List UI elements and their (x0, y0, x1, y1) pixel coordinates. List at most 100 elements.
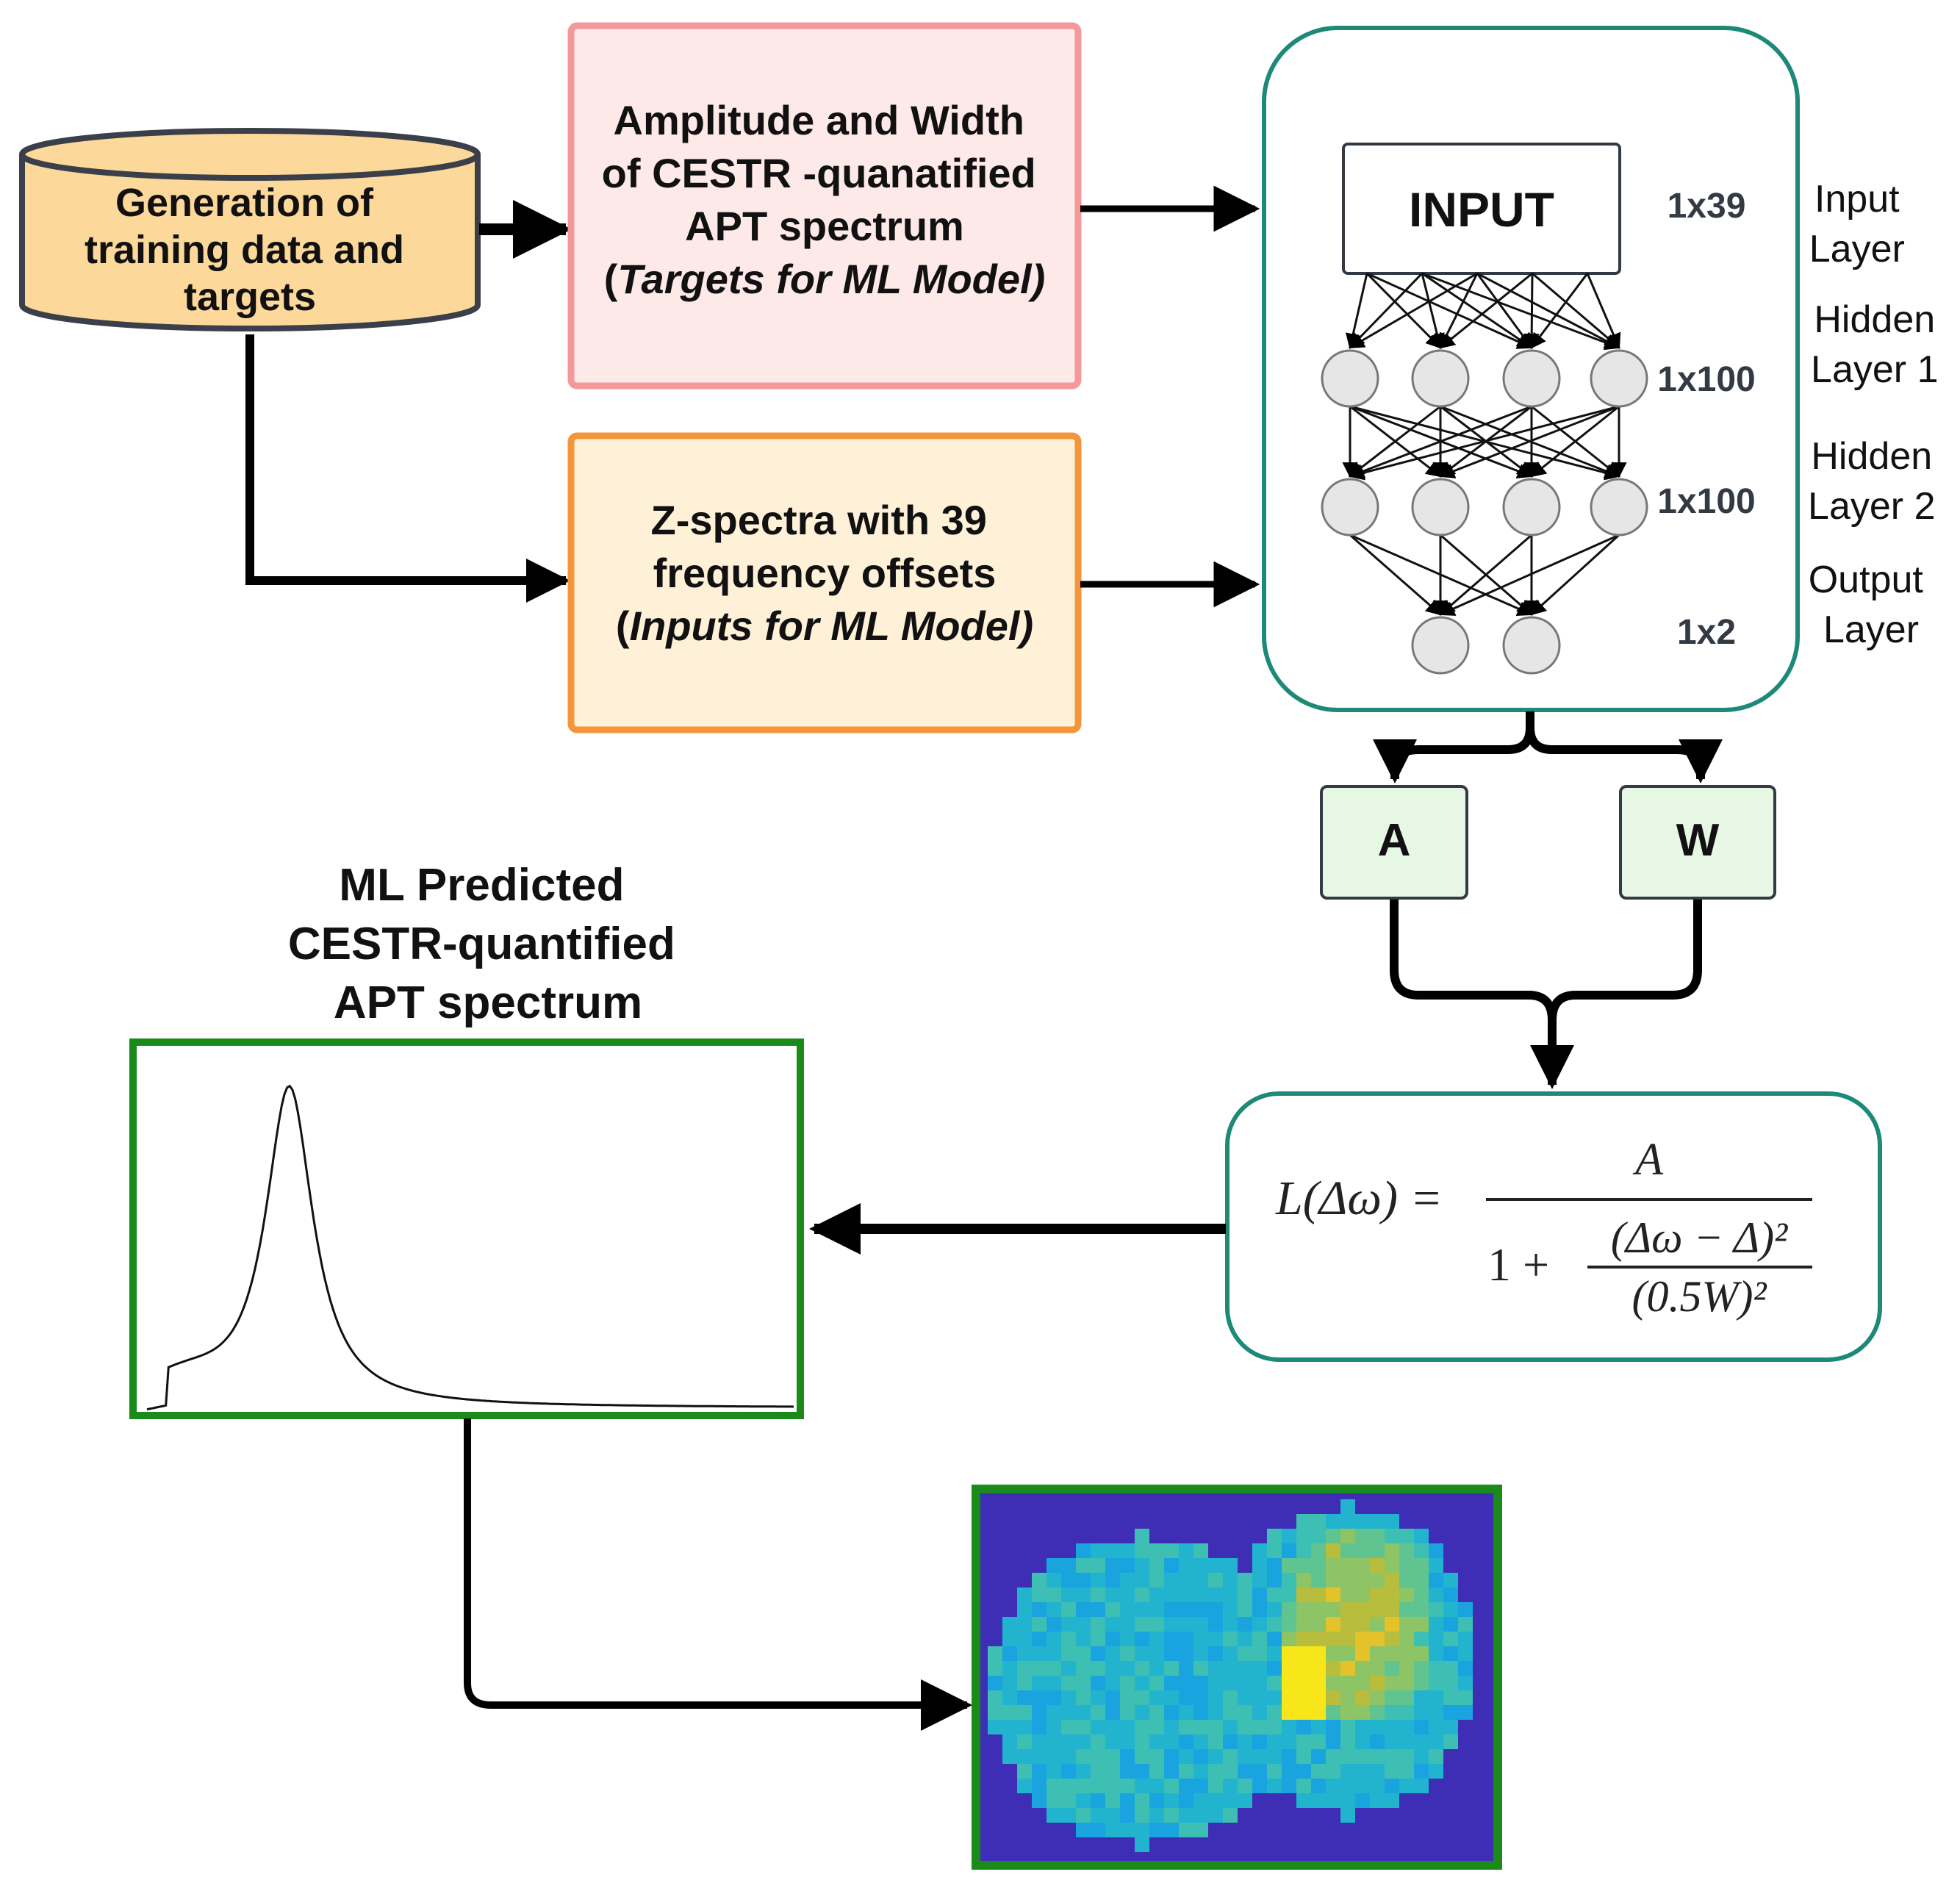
map-pixel (1443, 1734, 1458, 1749)
map-pixel (1252, 1573, 1267, 1587)
map-pixel (1458, 1602, 1473, 1617)
map-pixel (1091, 1823, 1105, 1837)
map-pixel (1164, 1793, 1179, 1808)
map-pixel (1443, 1676, 1458, 1690)
map-pixel (1002, 1720, 1017, 1734)
map-pixel (1282, 1587, 1296, 1602)
map-pixel (1252, 1558, 1267, 1573)
map-pixel (1429, 1587, 1443, 1602)
map-pixel (1076, 1690, 1091, 1705)
map-pixel (1193, 1543, 1208, 1558)
map-pixel (1223, 1808, 1238, 1823)
map-pixel (1252, 1734, 1267, 1749)
map-pixel (1223, 1661, 1238, 1676)
predicted-title-line3: APT spectrum (334, 977, 642, 1028)
map-pixel (1267, 1690, 1282, 1705)
map-pixel (1296, 1602, 1311, 1617)
map-pixel (1135, 1823, 1149, 1837)
map-pixel (1105, 1823, 1120, 1837)
map-pixel (1076, 1676, 1091, 1690)
arrow-spectrum-to-map (464, 1418, 972, 1731)
database-top (19, 128, 481, 181)
map-pixel (1370, 1676, 1385, 1690)
map-pixel (1267, 1558, 1282, 1573)
map-pixel (1193, 1764, 1208, 1779)
map-pixel (1311, 1573, 1326, 1587)
map-pixel (1193, 1602, 1208, 1617)
map-pixel (1223, 1558, 1238, 1573)
map-pixel (1179, 1764, 1193, 1779)
map-pixel (1238, 1632, 1252, 1646)
map-pixel (1282, 1764, 1296, 1779)
map-pixel (1091, 1543, 1105, 1558)
map-pixel (1061, 1764, 1076, 1779)
map-pixel (1135, 1617, 1149, 1632)
map-pixel (1208, 1764, 1223, 1779)
map-pixel (1208, 1602, 1223, 1617)
map-pixel (1355, 1632, 1370, 1646)
map-pixel (1385, 1661, 1399, 1676)
map-pixel (1017, 1676, 1032, 1690)
map-pixel (1340, 1690, 1355, 1705)
nn-edge (1476, 273, 1533, 349)
map-pixel (1282, 1720, 1296, 1734)
map-pixel (1223, 1587, 1238, 1602)
map-pixel (1135, 1602, 1149, 1617)
map-pixel (1311, 1764, 1326, 1779)
map-pixel (1443, 1705, 1458, 1720)
map-pixel (1370, 1558, 1385, 1573)
map-pixel (1399, 1661, 1414, 1676)
map-pixel (1267, 1573, 1282, 1587)
map-pixel (1135, 1705, 1149, 1720)
map-pixel (1208, 1573, 1223, 1587)
map-pixel (1047, 1734, 1061, 1749)
map-pixel (1193, 1823, 1208, 1837)
map-pixel (1414, 1661, 1429, 1676)
map-pixel (1120, 1617, 1135, 1632)
map-pixel (1193, 1646, 1208, 1661)
nn-edge (1476, 272, 1620, 349)
nn-edge (1349, 405, 1532, 479)
svg-text:(Targets for ML Model): (Targets for ML Model) (604, 256, 1045, 302)
map-pixel (1370, 1573, 1385, 1587)
layer-name-hidden2-line2: Layer 2 (1808, 485, 1935, 528)
map-pixel (1282, 1573, 1296, 1587)
map-pixel (1443, 1573, 1458, 1587)
map-pixel (1223, 1793, 1238, 1808)
map-pixel (1429, 1676, 1443, 1690)
map-pixel (1238, 1676, 1252, 1690)
map-pixel (1414, 1587, 1429, 1602)
map-pixel (1282, 1690, 1296, 1705)
map-pixel (1223, 1573, 1238, 1587)
map-pixel (1032, 1602, 1047, 1617)
nn-edge (1366, 272, 1533, 349)
map-pixel (1193, 1558, 1208, 1573)
map-pixel (1047, 1646, 1061, 1661)
map-pixel (1091, 1587, 1105, 1602)
map-pixel (1282, 1734, 1296, 1749)
map-pixel (1149, 1823, 1164, 1837)
map-pixel (1223, 1602, 1238, 1617)
map-pixel (1385, 1779, 1399, 1793)
map-pixel (1164, 1661, 1179, 1676)
map-pixel (1047, 1808, 1061, 1823)
map-pixel (1091, 1573, 1105, 1587)
layer-name-input-line2: Layer (1809, 228, 1905, 270)
map-pixel (1429, 1632, 1443, 1646)
map-pixel (1135, 1764, 1149, 1779)
map-pixel (1032, 1690, 1047, 1705)
map-pixel (1164, 1632, 1179, 1646)
map-pixel (988, 1720, 1002, 1734)
map-pixel (1399, 1734, 1414, 1749)
map-pixel (1326, 1779, 1340, 1793)
map-pixel (1296, 1661, 1311, 1676)
map-pixel (1414, 1749, 1429, 1764)
svg-text:Input Layer Hidden: Input Layer Hidden Layer 1 Hidden Layer … (1808, 178, 1949, 651)
targets-line4-paren: ( (604, 256, 618, 302)
map-pixel (1399, 1543, 1414, 1558)
map-pixel (1208, 1632, 1223, 1646)
map-pixel (1017, 1632, 1032, 1646)
map-pixel (1326, 1646, 1340, 1661)
map-pixel (1208, 1646, 1223, 1661)
map-pixel (1267, 1749, 1282, 1764)
